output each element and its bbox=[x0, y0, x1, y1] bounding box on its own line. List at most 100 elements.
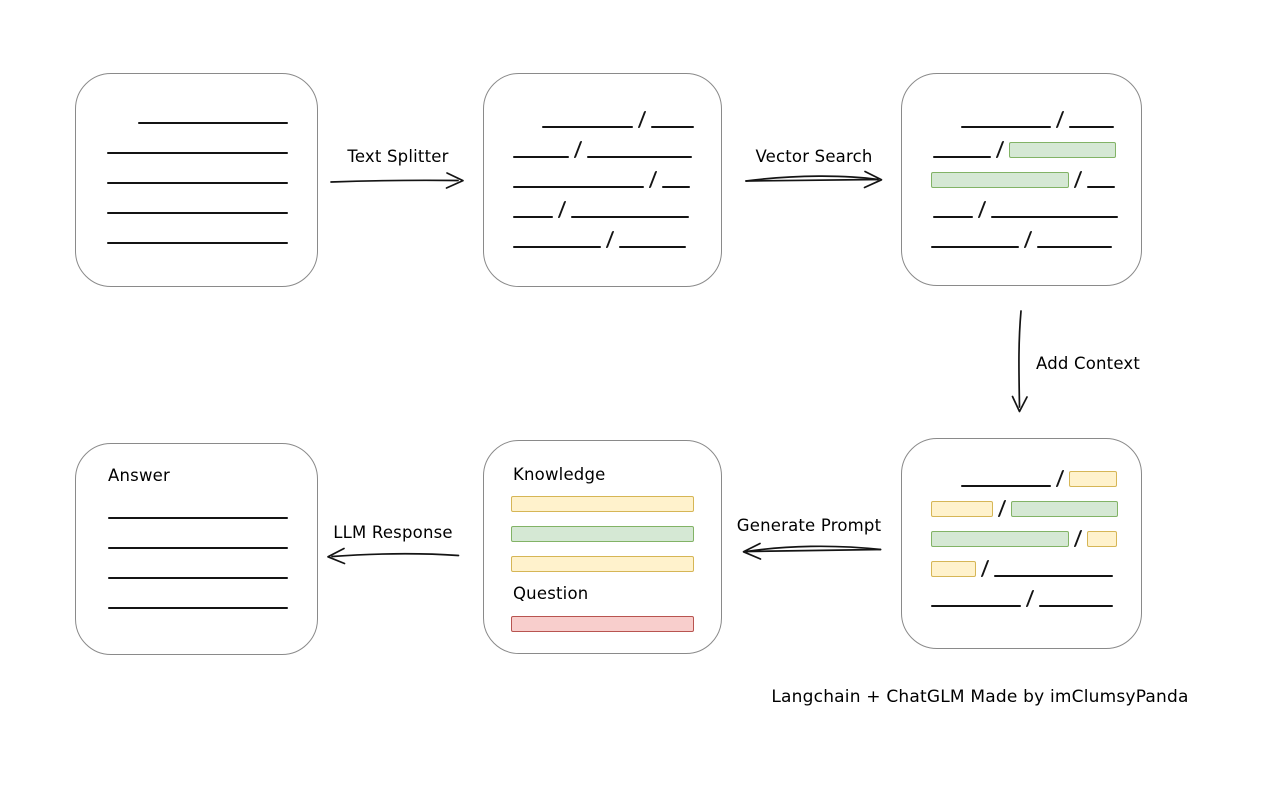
vector-search-arrow bbox=[745, 170, 883, 189]
placeholder-row bbox=[511, 482, 694, 512]
text-line bbox=[991, 216, 1119, 218]
text-line bbox=[619, 246, 687, 248]
text-line bbox=[513, 216, 553, 218]
llm-response-label: LLM Response bbox=[333, 523, 453, 542]
placeholder-row bbox=[108, 519, 288, 549]
placeholder-row bbox=[513, 218, 694, 248]
placeholder-row bbox=[931, 158, 1118, 188]
knowledge-label: Knowledge bbox=[513, 465, 606, 484]
yellow-highlight-chip bbox=[511, 496, 694, 512]
text-line bbox=[542, 126, 633, 128]
green-highlight-chip bbox=[931, 172, 1069, 188]
llm-response-arrow bbox=[327, 547, 460, 565]
placeholder-row bbox=[513, 158, 694, 188]
text-line bbox=[931, 246, 1019, 248]
placeholder-row bbox=[931, 98, 1118, 128]
slash-separator bbox=[1023, 231, 1033, 248]
text-line bbox=[108, 547, 288, 549]
slash-separator bbox=[980, 560, 990, 577]
text-line bbox=[107, 242, 288, 244]
diagram-caption: Langchain + ChatGLM Made by imClumsyPand… bbox=[771, 687, 1189, 707]
green-highlight-chip bbox=[511, 526, 694, 542]
slash-separator bbox=[1073, 530, 1083, 547]
placeholder-row bbox=[511, 512, 694, 542]
placeholder-row bbox=[107, 154, 288, 184]
placeholder-row bbox=[931, 188, 1119, 218]
placeholder-row bbox=[513, 188, 694, 218]
placeholder-row bbox=[107, 124, 288, 154]
text-line bbox=[108, 577, 288, 579]
text-line bbox=[994, 575, 1114, 577]
slash-separator bbox=[1025, 590, 1035, 607]
node-vector-search-results bbox=[901, 73, 1142, 286]
slash-separator bbox=[997, 500, 1007, 517]
placeholder-row bbox=[107, 214, 288, 244]
placeholder-row bbox=[108, 489, 288, 519]
yellow-highlight-chip bbox=[1087, 531, 1118, 547]
placeholder-row bbox=[931, 218, 1118, 248]
text-line bbox=[571, 216, 690, 218]
text-splitter-arrow bbox=[330, 172, 464, 189]
slash-separator bbox=[637, 111, 647, 128]
question-label: Question bbox=[513, 584, 589, 603]
text-line bbox=[587, 156, 693, 158]
text-line bbox=[1037, 246, 1113, 248]
text-line bbox=[107, 152, 288, 154]
node-answer: Answer bbox=[75, 443, 318, 655]
text-line bbox=[107, 212, 288, 214]
green-highlight-chip bbox=[1009, 142, 1117, 158]
add-context-label: Add Context bbox=[1036, 354, 1141, 373]
placeholder-row bbox=[931, 457, 1118, 487]
text-line bbox=[1039, 605, 1114, 607]
question-bars bbox=[511, 602, 694, 632]
placeholder-row bbox=[107, 184, 288, 214]
slash-separator bbox=[1055, 470, 1065, 487]
generate-prompt-arrow bbox=[742, 542, 882, 560]
text-line bbox=[513, 246, 601, 248]
yellow-highlight-chip bbox=[511, 556, 694, 572]
placeholder-row bbox=[511, 542, 694, 572]
text-line bbox=[107, 182, 288, 184]
node-context-chunks bbox=[901, 438, 1142, 649]
node-prompt: Knowledge Question bbox=[483, 440, 722, 654]
text-line bbox=[513, 186, 644, 188]
vector-search-label: Vector Search bbox=[755, 147, 873, 166]
placeholder-row bbox=[931, 577, 1118, 607]
placeholder-row bbox=[931, 547, 1118, 577]
text-line bbox=[1087, 186, 1116, 188]
node-source-document bbox=[75, 73, 318, 287]
text-line bbox=[1069, 126, 1115, 128]
placeholder-row bbox=[108, 579, 288, 609]
context-lines bbox=[931, 457, 1119, 607]
slash-separator bbox=[648, 171, 658, 188]
answer-label: Answer bbox=[108, 466, 170, 485]
placeholder-row bbox=[108, 549, 288, 579]
slash-separator bbox=[557, 201, 567, 218]
text-line bbox=[108, 607, 288, 609]
text-line bbox=[931, 605, 1021, 607]
placeholder-row bbox=[931, 487, 1119, 517]
text-splitter-label: Text Splitter bbox=[347, 147, 449, 166]
yellow-highlight-chip bbox=[1069, 471, 1118, 487]
text-line bbox=[138, 122, 288, 124]
green-highlight-chip bbox=[1011, 501, 1119, 517]
text-line bbox=[662, 186, 691, 188]
searched-lines bbox=[931, 98, 1119, 248]
document-lines bbox=[107, 94, 288, 244]
text-line bbox=[108, 517, 288, 519]
slash-separator bbox=[1073, 171, 1083, 188]
knowledge-bars bbox=[511, 482, 694, 572]
text-line bbox=[961, 485, 1051, 487]
slash-separator bbox=[1055, 111, 1065, 128]
node-split-chunks bbox=[483, 73, 722, 287]
placeholder-row bbox=[511, 602, 694, 632]
text-line bbox=[513, 156, 569, 158]
placeholder-row bbox=[513, 128, 694, 158]
slash-separator bbox=[605, 231, 615, 248]
green-highlight-chip bbox=[931, 531, 1069, 547]
slash-separator bbox=[995, 141, 1005, 158]
placeholder-row bbox=[931, 517, 1118, 547]
placeholder-row bbox=[107, 94, 288, 124]
text-line bbox=[651, 126, 695, 128]
